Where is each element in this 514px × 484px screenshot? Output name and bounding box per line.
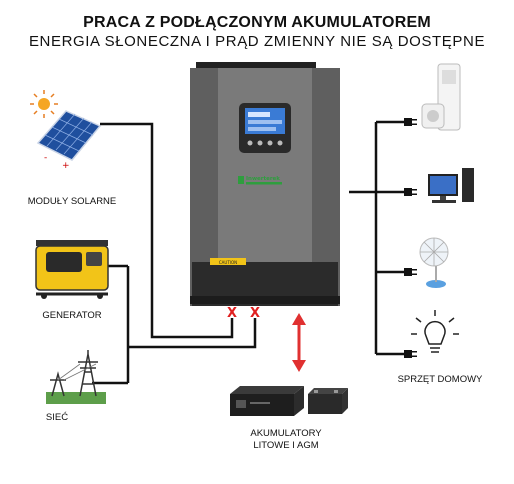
light-bulb-icon bbox=[411, 310, 459, 353]
air-conditioner-icon bbox=[421, 63, 461, 131]
solar-label: MODUŁY SOLARNE bbox=[27, 196, 117, 207]
svg-text:+: + bbox=[62, 161, 70, 171]
solar-wire bbox=[100, 122, 234, 339]
computer-icon bbox=[428, 168, 474, 203]
diagram-subtitle: ENERGIA SŁONECZNA I PRĄD ZMIENNY NIE SĄ … bbox=[28, 33, 486, 50]
home-appliances-label: SPRZĘT DOMOWY bbox=[397, 374, 483, 385]
battery-flow-arrow bbox=[292, 313, 306, 372]
lcd-display bbox=[239, 103, 291, 153]
power-pylon-icon bbox=[46, 350, 106, 404]
battery-icons bbox=[230, 386, 348, 416]
generator-icon bbox=[35, 240, 109, 299]
battery-label-line2: LITOWE I AGM bbox=[253, 440, 319, 451]
disconnect-marks: X X bbox=[227, 306, 260, 321]
brand-name: Inwerterek bbox=[246, 176, 280, 182]
plug-icons bbox=[404, 118, 417, 358]
grid-label: SIEĆ bbox=[45, 412, 69, 423]
svg-text:-: - bbox=[44, 153, 47, 163]
ac-disconnect-mark: X bbox=[250, 306, 260, 321]
svg-text:CAUTION: CAUTION bbox=[219, 260, 237, 265]
fan-icon bbox=[419, 237, 449, 288]
solar-panel-icon: - + bbox=[30, 90, 102, 171]
rack-battery-icon bbox=[230, 386, 304, 416]
battery-label-line1: AKUMULATORY bbox=[250, 428, 322, 439]
diagram-title: PRACA Z PODŁĄCZONYM AKUMULATOREM bbox=[83, 14, 431, 31]
wiring bbox=[92, 120, 404, 385]
sun-icon bbox=[30, 90, 58, 118]
brand-logo: Inwerterek bbox=[238, 176, 282, 185]
solar-disconnect-mark: X bbox=[227, 306, 237, 321]
inverter-unit: CAUTION Inwerterek bbox=[190, 62, 340, 306]
ac-input-wire bbox=[128, 318, 257, 349]
agm-battery-icon bbox=[308, 388, 348, 414]
generator-label: GENERATOR bbox=[42, 310, 102, 321]
